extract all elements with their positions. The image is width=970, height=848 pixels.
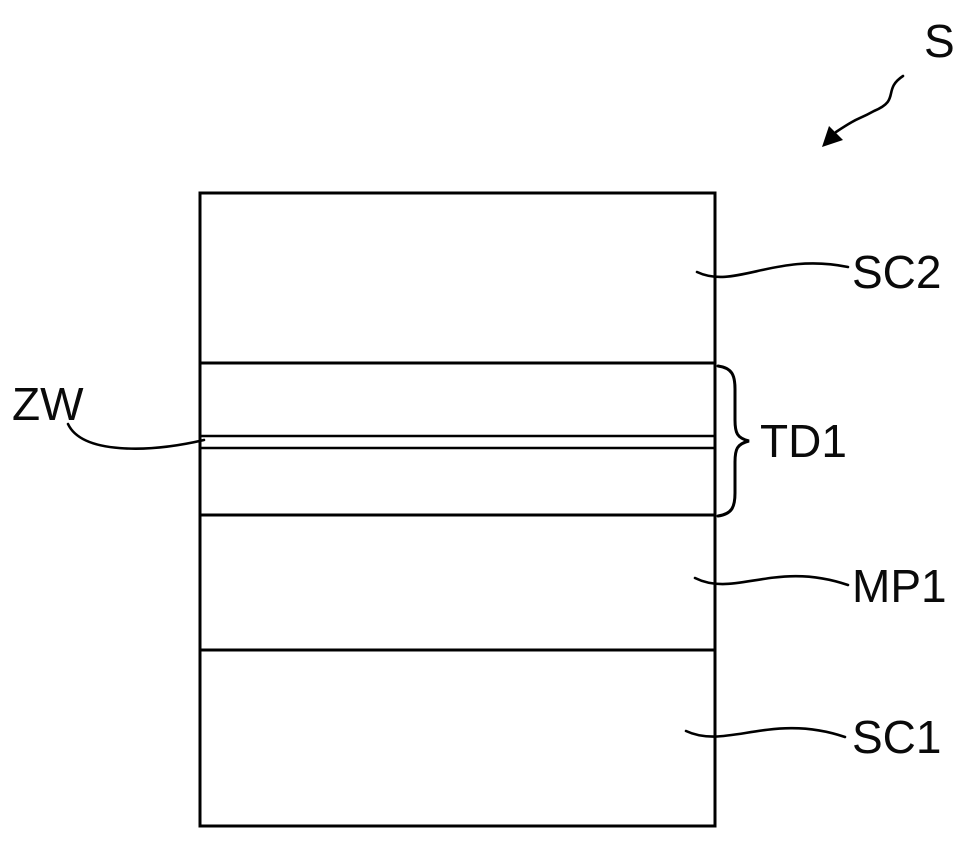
leader-zw bbox=[66, 422, 206, 450]
leader-sc1 bbox=[684, 726, 847, 739]
leader-sc2 bbox=[695, 262, 850, 279]
layer-stack-outline bbox=[198, 191, 717, 828]
label-mp1: MP1 bbox=[852, 560, 947, 612]
label-s: S bbox=[924, 15, 955, 67]
reference-arrowhead bbox=[822, 126, 843, 147]
leader-mp1 bbox=[693, 574, 850, 587]
td1-brace bbox=[716, 364, 750, 518]
label-zw: ZW bbox=[12, 378, 84, 430]
label-td1: TD1 bbox=[760, 415, 847, 467]
label-sc2: SC2 bbox=[852, 246, 941, 298]
reference-arrow-line bbox=[834, 74, 905, 134]
label-sc1: SC1 bbox=[852, 711, 941, 763]
